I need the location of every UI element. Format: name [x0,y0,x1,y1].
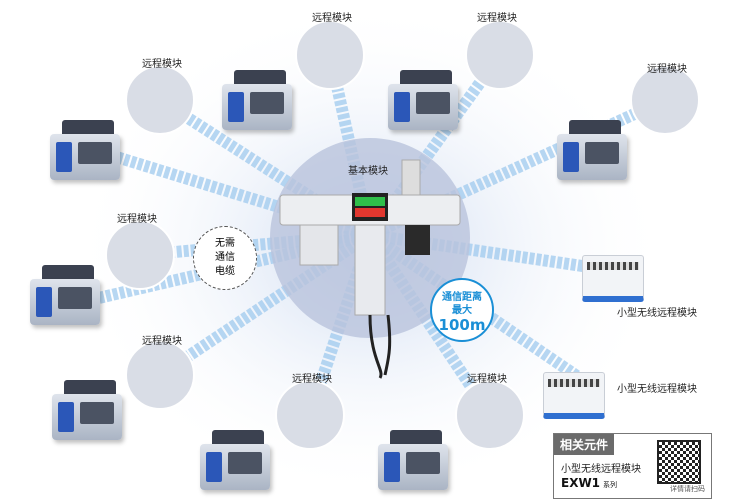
remote-module-label: 远程模块 [142,59,182,70]
callout-line: 电缆 [215,266,235,277]
remote-module-label: 远程模块 [292,374,332,385]
remote-module-label: 远程模块 [467,374,507,385]
machine-tool [378,430,456,492]
small-wireless-module-label: 小型无线远程模块 [617,308,697,319]
callout-line: 通信距离 [442,292,482,303]
base-module-label: 基本模块 [348,166,388,177]
distance-value: 100m [438,316,486,334]
small-wireless-module-device [582,255,644,302]
machine-tool [388,70,466,132]
machine-tool [52,380,130,442]
no-cable-callout: 无需 通信 电缆 [193,226,257,290]
small-wireless-module-label: 小型无线远程模块 [617,384,697,395]
machine-tool [222,70,300,132]
model-code: EXW1 [561,476,601,490]
machine-tool [200,430,278,492]
panel-header: 相关元件 [554,434,615,455]
remote-module-label: 远程模块 [647,64,687,75]
remote-module-label: 远程模块 [477,13,517,24]
product-name: 小型无线远程模块 [561,464,641,475]
base-module-unit [279,159,461,379]
series-label: 系列 [603,481,618,489]
callout-line: 最大 [452,305,472,316]
distance-callout: 通信距离 最大 100m [430,278,494,342]
machine-tool [557,120,635,182]
remote-module-label: 远程模块 [117,214,157,225]
machine-tool [30,265,108,327]
callout-line: 通信 [215,252,235,263]
machine-tool [50,120,128,182]
remote-module-circles [105,20,700,450]
scan-hint: 详情请扫码 [670,485,705,493]
small-wireless-module-device [543,372,605,419]
remote-module-label: 远程模块 [142,336,182,347]
remote-module-label: 远程模块 [312,13,352,24]
callout-line: 无需 [215,238,235,249]
qr-code[interactable] [657,440,701,484]
